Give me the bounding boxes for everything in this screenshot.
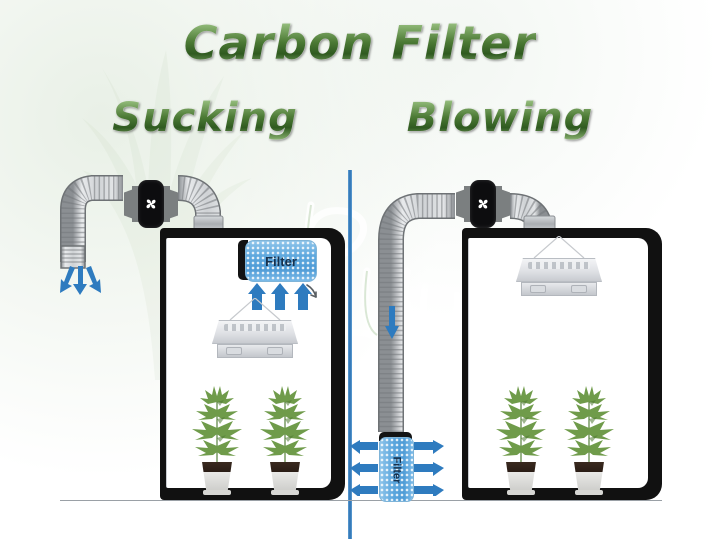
grow-light-right-reflector xyxy=(516,258,602,282)
cannabis-plant-icon xyxy=(564,386,614,464)
cannabis-plant-icon xyxy=(260,386,310,464)
carbon-filter-right-label: Filter xyxy=(390,456,403,483)
fan-blade-icon xyxy=(146,199,156,209)
right-panel-title: Blowing Blowing xyxy=(350,93,650,143)
plant-pot xyxy=(506,462,536,490)
left-panel-title: Sucking Sucking xyxy=(60,93,350,143)
right-panel-title-outline: Blowing xyxy=(405,93,594,143)
ground-line-right xyxy=(352,500,662,501)
filter-right-endcap xyxy=(379,432,412,441)
cannabis-plant-right-1 xyxy=(490,386,552,495)
grow-light-left-hangers xyxy=(229,298,281,321)
carbon-filter-left-label: Filter xyxy=(265,253,297,269)
cannabis-plant-left-2 xyxy=(254,386,316,495)
plant-saucer xyxy=(507,490,535,495)
inline-fan-right xyxy=(456,180,510,228)
annotation-caret xyxy=(306,284,317,298)
left-exhaust-arrows xyxy=(60,266,101,295)
grow-light-left xyxy=(212,298,298,358)
right-output-arrows-left xyxy=(350,440,378,496)
plant-saucer xyxy=(271,490,299,495)
grow-light-right-bulbs xyxy=(528,262,590,269)
fan-housing-left xyxy=(138,180,164,228)
cannabis-plant-icon xyxy=(192,386,242,464)
carbon-filter-right: Filter xyxy=(379,437,414,502)
plant-pot xyxy=(574,462,604,490)
grow-light-left-socket-b xyxy=(267,347,283,355)
inline-fan-left xyxy=(124,180,178,228)
right-duct-down xyxy=(378,193,455,432)
page-title-outline: Carbon Filter xyxy=(182,14,538,72)
right-flow-arrow xyxy=(385,306,399,339)
cannabis-plant-right-2 xyxy=(558,386,620,495)
grow-light-right xyxy=(516,236,602,296)
carbon-filter-left: Filter xyxy=(245,240,317,282)
right-panel-title-text: Blowing xyxy=(406,95,594,141)
grow-light-left-socket-a xyxy=(226,347,242,355)
grow-light-left-reflector xyxy=(212,320,298,344)
cannabis-plant-icon xyxy=(496,386,546,464)
left-duct-outer xyxy=(60,175,123,262)
grow-light-right-socket-b xyxy=(571,285,587,293)
right-output-arrows-right xyxy=(414,440,444,496)
grow-light-right-socket-a xyxy=(530,285,546,293)
grow-tent-right xyxy=(462,228,662,500)
plant-pot xyxy=(270,462,300,490)
plant-pot xyxy=(202,462,232,490)
left-exhaust-tip xyxy=(60,245,86,269)
plant-saucer xyxy=(203,490,231,495)
panel-divider xyxy=(348,170,352,539)
page-title-text: Carbon Filter xyxy=(183,16,537,70)
plant-saucer xyxy=(575,490,603,495)
grow-light-left-bulbs xyxy=(224,324,286,331)
cannabis-plant-left-1 xyxy=(186,386,248,495)
fan-blade-icon xyxy=(478,199,488,209)
left-panel-title-outline: Sucking xyxy=(110,93,298,143)
left-panel-title-text: Sucking xyxy=(112,95,298,141)
filter-left-endcap xyxy=(238,240,248,280)
grow-light-right-hangers xyxy=(533,236,585,259)
page-title: Carbon Filter Carbon Filter xyxy=(0,14,720,72)
ground-line-left xyxy=(60,500,355,501)
fan-housing-right xyxy=(470,180,496,228)
